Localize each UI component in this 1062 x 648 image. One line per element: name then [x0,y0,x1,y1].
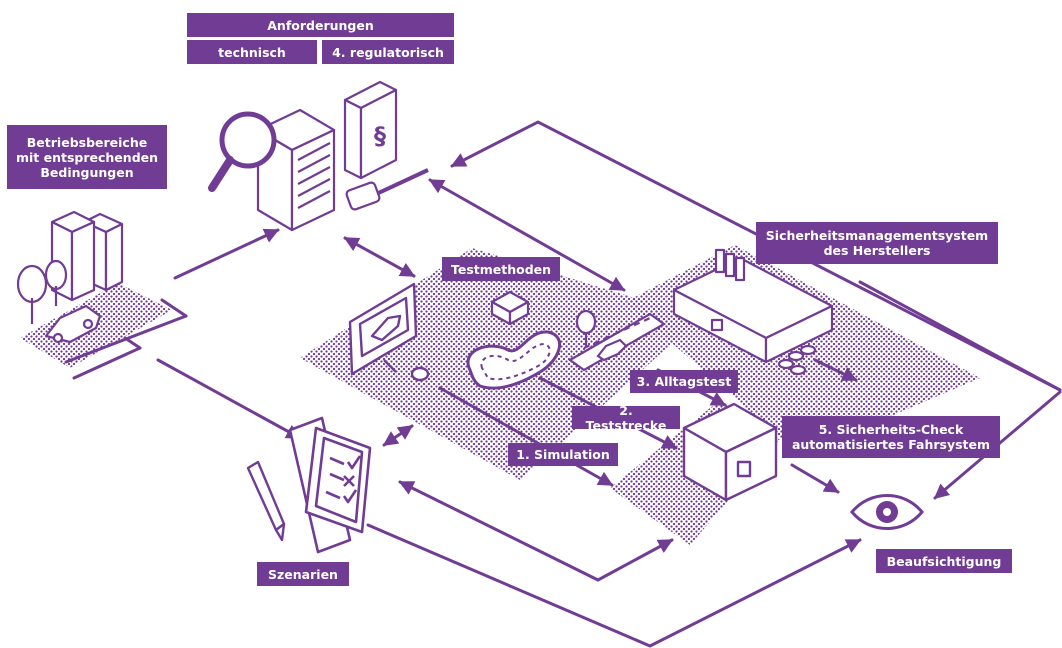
pencil-icon [246,460,286,542]
eye-icon [850,494,924,530]
label-sicherheitscheck: 5. Sicherheits-Check automatisiertes Fah… [782,416,1000,458]
label-szenarien: Szenarien [257,562,349,586]
street-icon [567,309,667,372]
boundary-line-3 [72,346,142,380]
boundary-line-4 [123,336,142,350]
arrow-simulation [438,386,614,487]
factory-icon [672,248,834,376]
label-beaufsichtigung: Beaufsichtigung [876,549,1012,573]
arrow-testmethods-scenarios [382,424,414,447]
label-betriebsbereiche: Betriebsbereiche mit entsprechenden Bedi… [7,125,167,189]
box-icon [490,290,530,326]
arrow-check-eye [790,463,840,494]
ground-zones [20,245,980,545]
scenarios-check-loop [398,480,674,582]
arrow-factory-check [813,358,858,382]
arrow-to-requirements [173,228,280,280]
label-alltagstest: 3. Alltagstest [630,370,738,393]
arrow-to-scenarios [156,358,302,440]
label-simulation: 1. Simulation [508,443,618,466]
frame-line-diag [858,280,1062,392]
bottom-loop [366,523,862,648]
test-center-icon [682,402,778,502]
monitor-icon [348,282,430,382]
label-regulatorisch: 4. regulatorisch [322,40,454,64]
test-track-icon [466,330,561,390]
label-technisch: technisch [187,40,317,64]
label-anforderungen: Anforderungen [187,13,454,37]
tree-icon [16,259,68,324]
feedback-line-top [450,120,1062,392]
gavel-icon [345,168,429,211]
arrow-requirements-testmethods [343,236,416,278]
car-icon [44,304,102,344]
magnifier-icon [208,111,277,192]
clipboard-icon [288,416,372,554]
arrow-requirements-safetysystem [428,178,626,292]
server-icon [256,108,336,232]
office-buildings-icon [50,210,124,302]
label-teststrecke: 2. Teststrecke [572,403,680,433]
boundary-line-1 [160,298,188,318]
label-sicherheitsmanagement: Sicherheitsmanagementsystem des Herstell… [756,222,998,264]
law-book-icon: § [343,80,398,180]
label-testmethoden: Testmethoden [442,257,560,281]
svg-text:§: § [374,122,386,150]
